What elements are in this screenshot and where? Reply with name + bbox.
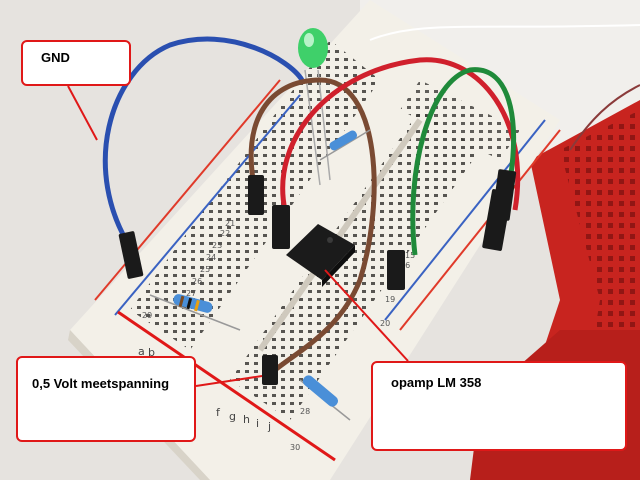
power-rail-blue-line <box>114 94 301 316</box>
opamp-label: opamp LM 358 <box>391 375 482 390</box>
callout-pointer-meetspanning <box>195 375 263 387</box>
svg-text:15: 15 <box>405 251 415 260</box>
svg-text:a: a <box>138 345 145 358</box>
brown-wire-plug-bottom <box>262 355 278 385</box>
wire-brown-1 <box>248 77 377 372</box>
svg-text:30: 30 <box>290 443 300 452</box>
svg-text:20: 20 <box>380 319 390 328</box>
gnd-callout: GND <box>21 40 131 86</box>
svg-text:h: h <box>243 413 250 426</box>
rail-red-line-right <box>399 129 561 331</box>
svg-text:b: b <box>148 346 155 359</box>
svg-text:i: i <box>256 417 259 430</box>
meetspanning-label: 0,5 Volt meetspanning <box>32 376 170 391</box>
svg-text:28: 28 <box>300 407 310 416</box>
svg-text:27: 27 <box>186 289 196 298</box>
wire-green <box>410 67 517 256</box>
red-marker-line <box>117 310 336 462</box>
svg-text:29: 29 <box>142 311 152 320</box>
svg-text:25: 25 <box>200 265 210 274</box>
svg-text:23: 23 <box>212 241 222 250</box>
callout-pointer-opamp <box>324 269 409 362</box>
svg-text:26: 26 <box>192 277 202 286</box>
breadboard-column-letters: a b f g h i j <box>138 345 271 433</box>
resistor-left <box>149 294 241 331</box>
svg-text:f: f <box>216 406 221 419</box>
svg-text:g: g <box>229 410 236 423</box>
resistor-top <box>319 129 371 161</box>
green-wire-plug-right <box>491 169 517 221</box>
callout-pointer-gnd <box>67 85 98 141</box>
center-channel <box>257 118 423 352</box>
thin-brown-wire <box>569 84 640 151</box>
svg-text:22: 22 <box>220 229 230 238</box>
wire-blue-gnd <box>102 36 305 252</box>
svg-text:24: 24 <box>206 253 216 262</box>
svg-text:16: 16 <box>400 261 410 270</box>
white-wire <box>369 24 640 41</box>
resistor-bottom <box>299 375 351 421</box>
gnd-label: GND <box>41 50 70 65</box>
meetspanning-callout: 0,5 Volt meetspanning <box>16 356 196 442</box>
red-wire-plug-left <box>272 205 290 249</box>
opamp-callout: opamp LM 358 <box>371 361 627 451</box>
brown-wire-plug-top <box>248 175 264 215</box>
blue-wire-plug <box>118 231 144 279</box>
svg-text:21: 21 <box>225 219 235 228</box>
svg-text:19: 19 <box>385 295 395 304</box>
svg-text:j: j <box>267 420 271 433</box>
green-wire-plug-left <box>387 250 405 290</box>
green-led <box>298 28 331 186</box>
